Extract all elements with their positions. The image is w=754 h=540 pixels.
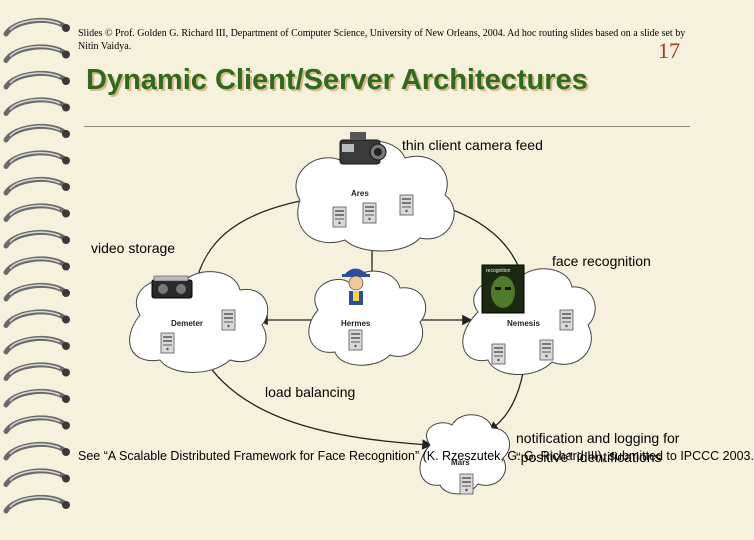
spiral-ring-highlight bbox=[9, 98, 61, 111]
node-name-demeter: Demeter bbox=[171, 319, 203, 328]
spiral-hole bbox=[62, 183, 70, 191]
spiral-hole bbox=[62, 24, 70, 32]
spiral-hole bbox=[62, 342, 70, 350]
spiral-ring-highlight bbox=[9, 178, 61, 190]
slide-title: Dynamic Client/Server Architectures bbox=[86, 64, 588, 96]
spiral-ring-highlight bbox=[9, 310, 61, 323]
spiral-ring-highlight bbox=[9, 416, 61, 429]
spiral-ring-highlight bbox=[9, 19, 61, 31]
arrow-demeter-to-mars bbox=[204, 359, 433, 450]
spiral-ring-highlight bbox=[9, 72, 61, 84]
spiral-hole bbox=[62, 209, 70, 218]
spiral-ring-highlight bbox=[9, 257, 61, 270]
label-face-recognition: face recognition bbox=[552, 253, 651, 269]
label-load-balancing: load balancing bbox=[265, 384, 356, 400]
camera-icon bbox=[339, 132, 387, 165]
spiral-hole bbox=[62, 130, 70, 138]
spiral-ring-highlight bbox=[9, 363, 61, 376]
cloud-demeter: Demeter bbox=[129, 271, 269, 373]
spiral-hole bbox=[62, 448, 70, 456]
spiral-ring-highlight bbox=[9, 204, 61, 217]
spiral-hole bbox=[62, 289, 70, 297]
face-recognition-image: recognition bbox=[481, 264, 525, 314]
node-name-hermes: Hermes bbox=[341, 319, 371, 328]
spiral-hole bbox=[62, 421, 70, 430]
spiral-ring-highlight bbox=[9, 469, 61, 482]
node-name-mars: Mars bbox=[451, 458, 470, 467]
label-video-storage: video storage bbox=[91, 240, 176, 256]
spiral-hole bbox=[62, 368, 70, 377]
worker-icon bbox=[342, 268, 370, 305]
label-thin-client-camera-feed: thin client camera feed bbox=[402, 137, 543, 153]
face-image-caption: recognition bbox=[486, 268, 511, 274]
title-divider bbox=[84, 126, 690, 127]
spiral-hole bbox=[62, 262, 70, 271]
citation-text: See “A Scalable Distributed Framework fo… bbox=[78, 449, 754, 463]
node-name-ares: Ares bbox=[351, 189, 369, 198]
spiral-ring-highlight bbox=[9, 45, 61, 58]
architecture-diagram: Ares Demeter Hermes bbox=[129, 132, 596, 495]
spiral-ring-highlight bbox=[9, 125, 61, 137]
spiral-ring-highlight bbox=[9, 443, 61, 455]
spiral-hole bbox=[62, 77, 70, 85]
spiral-hole bbox=[62, 50, 70, 59]
spiral-ring-highlight bbox=[9, 231, 61, 243]
cloud-hermes: Hermes bbox=[308, 270, 427, 366]
spiral-hole bbox=[62, 103, 70, 112]
cloud-mars: Mars bbox=[419, 414, 511, 495]
spiral-hole bbox=[62, 156, 70, 165]
spiral-hole bbox=[62, 501, 70, 509]
spiral-binding bbox=[3, 18, 70, 514]
spiral-ring-highlight bbox=[9, 284, 61, 296]
slide-number: 17 bbox=[658, 38, 680, 63]
spiral-hole bbox=[62, 395, 70, 403]
slide-header: Slides © Prof. Golden G. Richard III, De… bbox=[78, 28, 686, 52]
spiral-hole bbox=[62, 315, 70, 324]
video-tape-icon bbox=[151, 275, 193, 299]
spiral-ring-highlight bbox=[9, 390, 61, 402]
spiral-ring-highlight bbox=[9, 496, 61, 508]
label-notification-logging: notification and logging for “positive” … bbox=[516, 430, 680, 465]
spiral-ring-highlight bbox=[9, 337, 61, 349]
spiral-hole bbox=[62, 474, 70, 483]
spiral-ring-highlight bbox=[9, 151, 61, 164]
arrow-ares-to-demeter bbox=[191, 199, 306, 288]
spiral-hole bbox=[62, 236, 70, 244]
node-name-nemesis: Nemesis bbox=[507, 319, 540, 328]
